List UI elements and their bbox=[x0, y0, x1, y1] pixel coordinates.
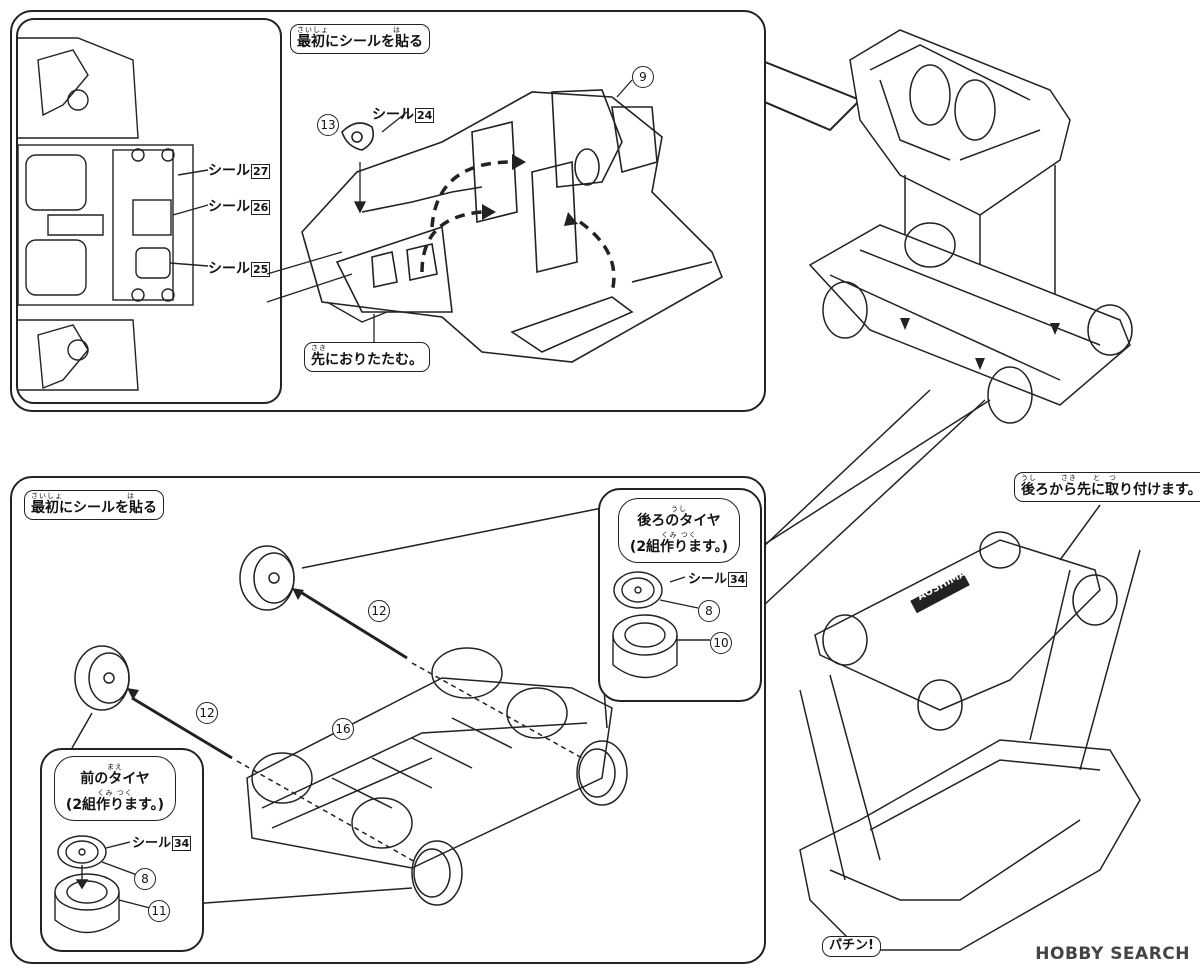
front-tire-bubble: まえ 前のタイヤ くみ つく (2組作ります。) bbox=[54, 756, 176, 821]
front-seal-num: 34 bbox=[172, 836, 192, 851]
front-tire-ruby: まえ bbox=[107, 763, 123, 771]
fold-note-ruby: さき bbox=[311, 344, 327, 352]
front-tire-line1: 前のタイヤ bbox=[80, 771, 150, 787]
rear-tire-ruby2: くみ つく bbox=[661, 530, 697, 539]
inset-seal-27-label: シール bbox=[208, 163, 250, 179]
part-12-lower-marker: 12 bbox=[196, 702, 218, 724]
bottom-banner-ruby: さいしょ は bbox=[31, 492, 135, 500]
seal-24-text: シール bbox=[372, 107, 414, 123]
attach-rear-first-note: うし さき と つ 後ろから先に取り付けます。 bbox=[1014, 472, 1200, 502]
fold-first-note: さき 先におりたたむ。 bbox=[304, 342, 430, 372]
front-tire-parts-drawing bbox=[54, 835, 151, 934]
rear-tire-bubble: うし 後ろのタイヤ くみ つく (2組作ります。) bbox=[618, 498, 740, 563]
attach-note-ruby: うし さき と つ bbox=[1021, 474, 1117, 482]
attach-note-text: 後ろから先に取り付けます。 bbox=[1021, 482, 1200, 498]
watermark: HOBBY SEARCH bbox=[1035, 944, 1190, 964]
part-9-marker: 9 bbox=[632, 66, 654, 88]
rear-tire-parts-drawing bbox=[612, 571, 710, 679]
fold-note-text: 先におりたたむ。 bbox=[311, 352, 423, 368]
bottom-step-panel: さいしょ は 最初にシールを貼る bbox=[10, 476, 766, 964]
seal-24-num: 24 bbox=[415, 108, 435, 123]
part-12-upper-marker: 12 bbox=[368, 600, 390, 622]
dashboard-topview-drawing bbox=[18, 37, 209, 391]
part-13-marker: 13 bbox=[317, 114, 339, 136]
rear-tire-line1: 後ろのタイヤ bbox=[637, 513, 721, 529]
inset-seal-25-num: 25 bbox=[251, 262, 271, 277]
top-banner: さいしょ は 最初にシールを貼る bbox=[290, 24, 430, 54]
rear-tire-line2: (2組作ります。) bbox=[629, 538, 729, 555]
part-16-marker: 16 bbox=[332, 718, 354, 740]
front-wheel-8-marker: 8 bbox=[134, 868, 156, 890]
top-banner-ruby: さいしょ は bbox=[297, 26, 401, 34]
front-tire-11-marker: 11 bbox=[148, 900, 170, 922]
bottom-banner: さいしょ は 最初にシールを貼る bbox=[24, 490, 164, 520]
rear-tire-10-marker: 10 bbox=[710, 632, 732, 654]
rear-seal-label: シール bbox=[688, 572, 728, 587]
inset-seal-26-num: 26 bbox=[251, 200, 271, 215]
rear-wheel-8-marker: 8 bbox=[698, 600, 720, 622]
front-tire-line2: (2組作ります。) bbox=[65, 796, 165, 813]
rear-seal-num: 34 bbox=[728, 572, 748, 587]
bottom-banner-text: 最初にシールを貼る bbox=[31, 500, 157, 516]
front-tire-ruby2: くみ つく bbox=[97, 788, 133, 797]
snap-note: パチン! bbox=[822, 936, 881, 957]
interior-tub-drawing bbox=[266, 79, 724, 363]
inset-seal-27-num: 27 bbox=[251, 164, 271, 179]
rear-tire-ruby: うし bbox=[671, 505, 687, 513]
inset-seal-25-label: シール bbox=[208, 261, 250, 277]
front-seal-label: シール bbox=[132, 836, 172, 851]
top-banner-text: 最初にシールを貼る bbox=[297, 34, 423, 50]
inset-seal-26-label: シール bbox=[208, 199, 250, 215]
